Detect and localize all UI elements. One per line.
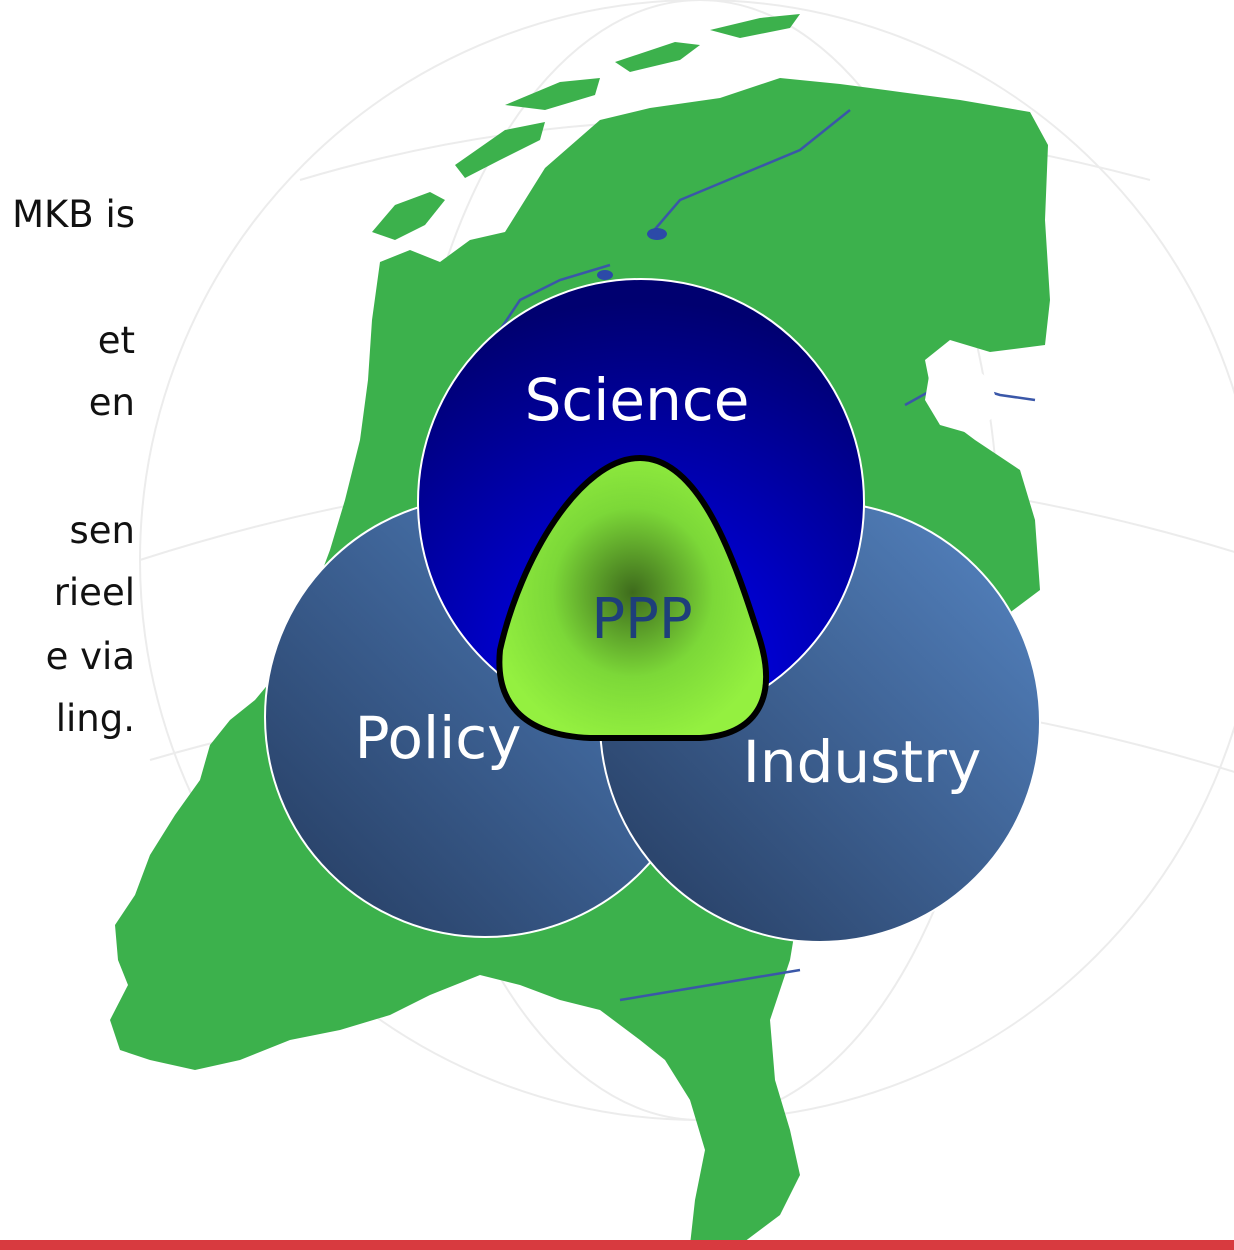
- ppp-label: PPP: [591, 587, 693, 652]
- text-line: ling.: [55, 697, 135, 740]
- map-lakes: [597, 228, 667, 280]
- text-line: MKB is: [12, 193, 135, 236]
- wadden-island: [615, 42, 700, 72]
- wadden-island: [372, 192, 445, 240]
- text-line: sen: [69, 509, 136, 552]
- text-line: et: [97, 319, 135, 362]
- text-line: rieel: [53, 571, 135, 614]
- wadden-island: [505, 78, 600, 110]
- wadden-island: [710, 14, 800, 38]
- text-line: e via: [45, 635, 135, 678]
- ppp-shape: [496, 455, 770, 741]
- policy-label: Policy: [354, 704, 522, 772]
- wadden-island: [455, 122, 545, 178]
- accent-bar: [0, 1240, 1234, 1250]
- text-line: en: [88, 381, 135, 424]
- body-text: MKB is et en sen rieel e via ling.: [0, 0, 140, 800]
- industry-label: Industry: [742, 728, 982, 796]
- science-label: Science: [524, 366, 750, 434]
- map-inland-sea: [925, 360, 1000, 435]
